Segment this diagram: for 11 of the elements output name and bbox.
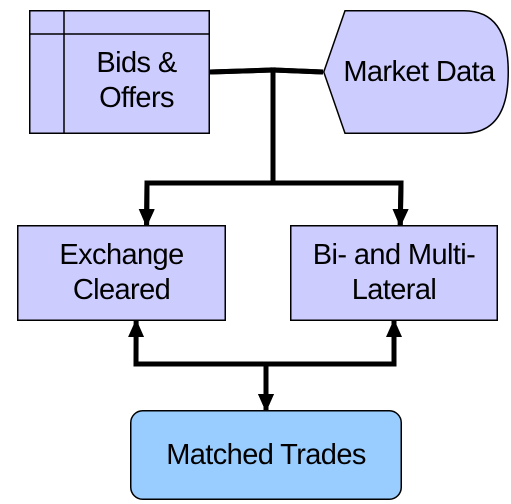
node-label: Market Data (343, 54, 495, 90)
connector-arrow (270, 67, 409, 227)
node-label: Exchange Cleared (58, 238, 185, 308)
process-box (290, 225, 498, 321)
node-label: Bids & Offers (95, 46, 178, 116)
rounded-box (130, 410, 402, 500)
storage-box (29, 10, 210, 134)
display-shape (323, 10, 509, 134)
node-label: Matched Trades (166, 438, 366, 472)
node-label: Bi- and Multi-Lateral (312, 238, 476, 308)
process-box (17, 225, 226, 321)
